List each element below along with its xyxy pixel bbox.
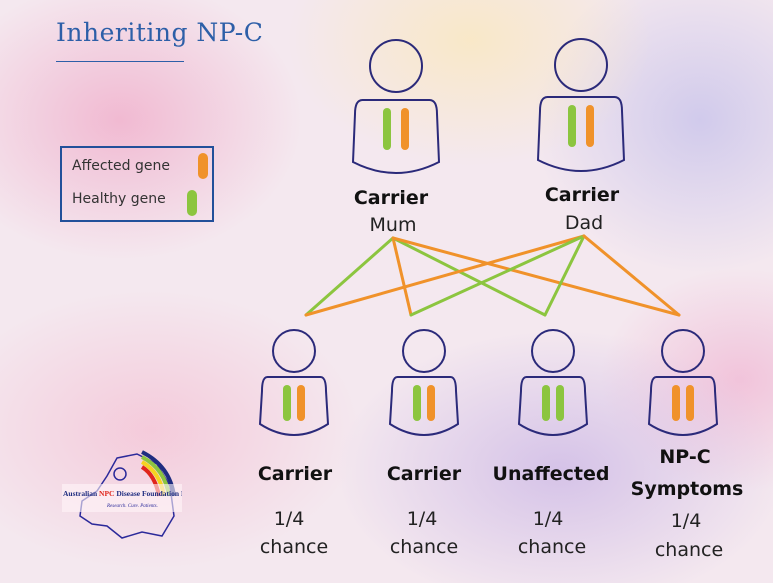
mum-to-child3-line <box>391 236 547 317</box>
child4-status-line2: Symptoms <box>630 478 744 500</box>
child4-status-line1: NP-C <box>659 446 711 468</box>
body-icon <box>517 376 589 436</box>
mum-status: Carrier <box>353 187 429 209</box>
mum-to-child4-line <box>391 236 681 317</box>
child3-status: Unaffected <box>492 463 610 485</box>
dad-to-child4-line <box>582 234 681 317</box>
logo-name: Australian NPC Disease Foundation Inc <box>63 489 182 498</box>
child1-figure <box>258 329 330 436</box>
mum-to-child1-line <box>304 236 395 317</box>
foundation-logo: Australian NPC Disease Foundation Inc Re… <box>62 450 182 539</box>
child1-chance: chance <box>259 536 329 558</box>
body-icon <box>647 376 719 436</box>
mum-to-child2-line <box>391 236 413 317</box>
child3-fraction: 1/4 <box>532 508 564 530</box>
head-icon <box>531 329 575 373</box>
legend-affected-label: Affected gene <box>72 158 170 174</box>
body-icon <box>536 96 626 172</box>
child1-fraction: 1/4 <box>273 508 305 530</box>
mum-figure <box>351 39 441 174</box>
logo-tagline: Research. Cure. Patients. <box>106 504 158 509</box>
page-title: Inheriting NP-C <box>56 18 264 47</box>
child2-status: Carrier <box>386 463 462 485</box>
child3-figure <box>517 329 589 436</box>
head-icon <box>369 39 423 93</box>
affected-gene-swatch <box>198 153 208 179</box>
child2-figure <box>388 329 460 436</box>
legend: Affected gene Healthy gene <box>60 146 214 222</box>
dad-to-child2-line <box>409 234 586 317</box>
head-icon <box>272 329 316 373</box>
head-icon <box>402 329 446 373</box>
child4-chance: chance <box>654 539 724 561</box>
child1-status: Carrier <box>257 463 333 485</box>
head-icon <box>554 38 608 92</box>
body-icon <box>351 99 441 174</box>
child4-fraction: 1/4 <box>670 510 702 532</box>
child4-figure <box>647 329 719 436</box>
dad-figure <box>536 38 626 172</box>
child3-chance: chance <box>517 536 587 558</box>
body-icon <box>388 376 460 436</box>
legend-healthy-label: Healthy gene <box>72 191 166 207</box>
dad-to-child1-line <box>304 234 586 317</box>
child2-fraction: 1/4 <box>406 508 438 530</box>
head-icon <box>661 329 705 373</box>
dad-status: Carrier <box>544 184 620 206</box>
mum-role: Mum <box>369 214 417 236</box>
dad-role: Dad <box>564 212 604 234</box>
dad-to-child3-line <box>543 234 586 317</box>
child2-chance: chance <box>389 536 459 558</box>
healthy-gene-swatch <box>187 190 197 216</box>
body-icon <box>258 376 330 436</box>
title-underline <box>56 61 184 62</box>
